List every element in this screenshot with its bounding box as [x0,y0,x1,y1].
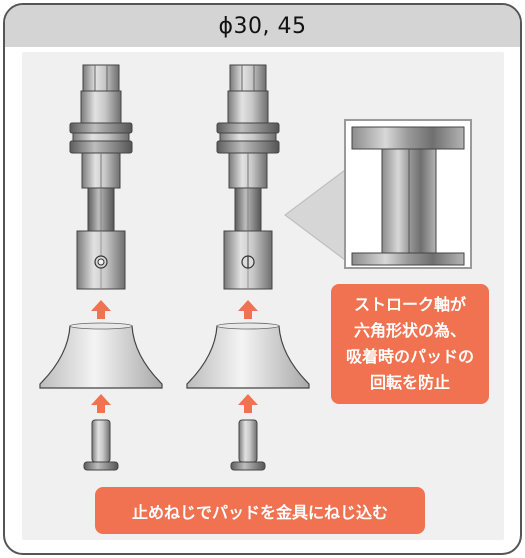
instruction-text: 止めねじでパッドを金具にねじ込む [131,502,388,522]
page-title: ϕ30, 45 [218,13,307,39]
left-stroke-shaft [87,187,115,232]
zoom-detail-view [344,119,472,269]
note-line-3: 吸着時のパッドの [345,347,474,366]
left-set-screw [83,419,119,471]
right-pad-adapter [223,230,273,290]
left-vacuum-pad [39,322,163,389]
right-stroke-shaft [234,187,262,232]
hex-shaft-note: ストローク軸が 六角形状の為、 吸着時のパッドの 回転を防止 [331,284,489,404]
note-line-2: 六角形状の為、 [353,321,466,340]
title-bar: ϕ30, 45 [5,5,520,47]
hex-socket-icon [241,255,255,269]
right-set-screw [230,419,266,471]
left-shaft-holder [80,64,122,124]
note-line-1: ストローク軸が [353,295,466,314]
right-assembly [186,64,310,471]
right-shaft-holder [227,64,269,124]
right-body [228,152,268,189]
right-up-arrow-2 [238,394,258,413]
cross-bolt-icon [94,255,108,269]
note-line-4: 回転を防止 [369,373,450,392]
zoom-pointer [284,169,346,261]
left-up-arrow-1 [91,300,111,319]
right-up-arrow-1 [238,300,258,319]
left-hex-nut [69,122,133,154]
left-pad-adapter [76,230,126,290]
right-hex-nut [216,122,280,154]
left-assembly [39,64,163,471]
left-up-arrow-2 [91,394,111,413]
left-body [81,152,121,189]
instruction-banner: 止めねじでパッドを金具にねじ込む [95,487,425,534]
right-vacuum-pad [186,322,310,389]
